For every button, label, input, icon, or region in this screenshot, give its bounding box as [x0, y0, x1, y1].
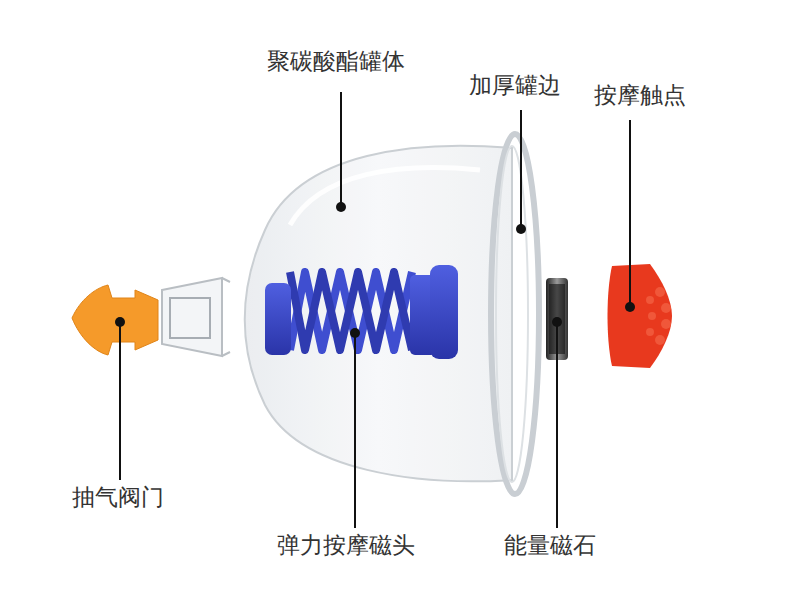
- part-label: 聚碳酸酯罐体: [267, 48, 405, 76]
- part-label: 能量磁石: [504, 532, 596, 560]
- part-label: 抽气阀门: [72, 484, 164, 512]
- leader-dots: [115, 202, 635, 338]
- part-label: 按摩触点: [594, 82, 686, 110]
- part-label: 弹力按摩磁头: [277, 532, 415, 560]
- part-label: 加厚罐边: [469, 72, 561, 100]
- leader-lines: [120, 92, 630, 528]
